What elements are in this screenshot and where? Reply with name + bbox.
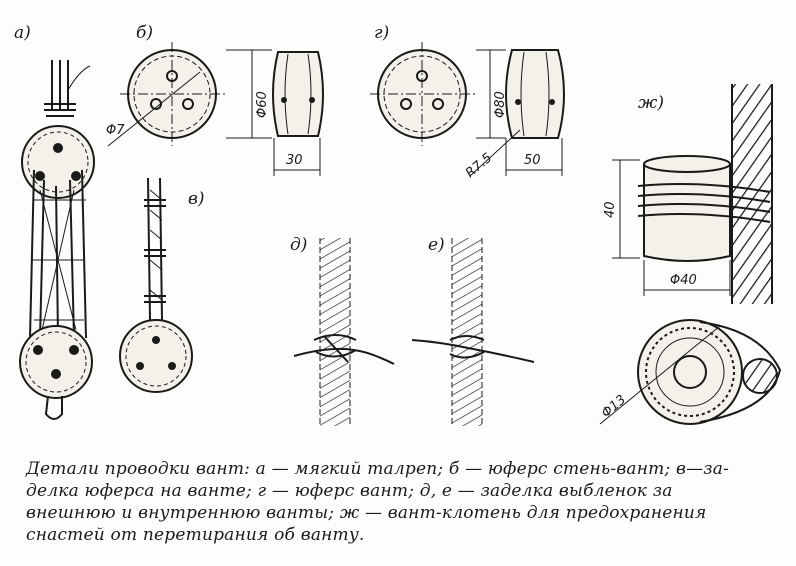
panel-zh-cleat: ж) 40 Φ40 Φ13 <box>599 84 782 425</box>
e-ratline <box>411 339 535 363</box>
zh-section-shroud <box>742 358 778 394</box>
caption-line-3: внешнюю и внутреннюю ванты; ж — вант-кло… <box>26 503 707 523</box>
d-shroud <box>320 238 350 426</box>
zh-lashing <box>637 183 771 223</box>
figure-caption: Детали проводки вант: а — мягкий талреп;… <box>26 458 786 546</box>
d-knot <box>313 334 357 363</box>
upper-deadeye-hole-left <box>35 171 45 181</box>
panel-a-label: а) <box>14 23 31 43</box>
zh-rope-leader <box>599 325 721 425</box>
panel-zh-label: ж) <box>638 93 664 113</box>
lanyard-strands <box>29 169 87 339</box>
b-center-lines <box>120 42 226 146</box>
caption-line-1: Детали проводки вант: а — мягкий талреп;… <box>26 459 730 479</box>
panel-e-label: е) <box>428 235 445 255</box>
b-hole-leader <box>107 71 201 147</box>
panel-a-lanyard: а) <box>14 23 95 420</box>
g-center-lines <box>370 42 476 146</box>
b-diameter-dim: Φ60 <box>255 91 270 118</box>
zh-rope-dim: Φ13 <box>599 392 629 421</box>
g-thickness-dim: 50 <box>524 153 541 168</box>
v-seizings <box>144 199 166 303</box>
g-radius-dim: R7.5 <box>463 150 495 181</box>
zh-diameter-dim-line <box>643 260 731 296</box>
zh-cleat-body <box>643 163 731 262</box>
zh-height-dim-line <box>612 159 640 259</box>
b-hole-dim: Φ7 <box>106 123 125 138</box>
caption-line-4: снастей от перетирания об ванту. <box>26 525 365 545</box>
e-knot <box>449 335 485 359</box>
zh-section-core <box>673 355 707 389</box>
upper-rope <box>51 60 69 110</box>
b-deadeye-side <box>272 51 324 137</box>
g-thickness-dim-line <box>505 138 563 176</box>
upper-deadeye-hole-top <box>53 143 63 153</box>
upper-deadeye-hole-right <box>71 171 81 181</box>
panel-g-deadeye: г) Φ80 R7.5 50 <box>370 23 565 181</box>
panel-g-label: г) <box>374 23 389 43</box>
rope-end <box>67 65 91 91</box>
upper-seizing <box>44 103 76 117</box>
zh-diameter-dim: Φ40 <box>670 273 697 288</box>
lower-deadeye <box>19 325 93 399</box>
zh-shroud-rope <box>732 84 772 304</box>
panel-b-deadeye: б) Φ7 Φ60 30 <box>106 23 324 176</box>
panel-v-seizing: в) <box>119 177 205 393</box>
b-diameter-dim-line <box>226 49 272 139</box>
g-diameter-dim: Φ80 <box>493 91 508 118</box>
panel-e-ratline: е) <box>411 235 535 426</box>
zh-section-lashing <box>699 321 782 423</box>
b-thickness-dim-line <box>273 138 321 176</box>
d-ratline <box>293 347 395 365</box>
panel-d-ratline: д) <box>290 235 395 426</box>
g-diameter-dim-line <box>476 49 506 139</box>
zh-height-dim: 40 <box>603 201 618 218</box>
panel-d-label: д) <box>290 235 307 255</box>
g-radius-leader <box>469 129 521 177</box>
caption-line-2: делка юферса на ванте; г — юферс вант; д… <box>26 481 673 501</box>
panel-v-label: в) <box>188 189 205 209</box>
g-deadeye-side <box>505 49 565 139</box>
lower-strop <box>44 395 63 420</box>
b-thickness-dim: 30 <box>286 153 303 168</box>
panel-b-label: б) <box>136 23 153 43</box>
e-shroud <box>452 238 482 426</box>
v-deadeye <box>119 319 193 393</box>
